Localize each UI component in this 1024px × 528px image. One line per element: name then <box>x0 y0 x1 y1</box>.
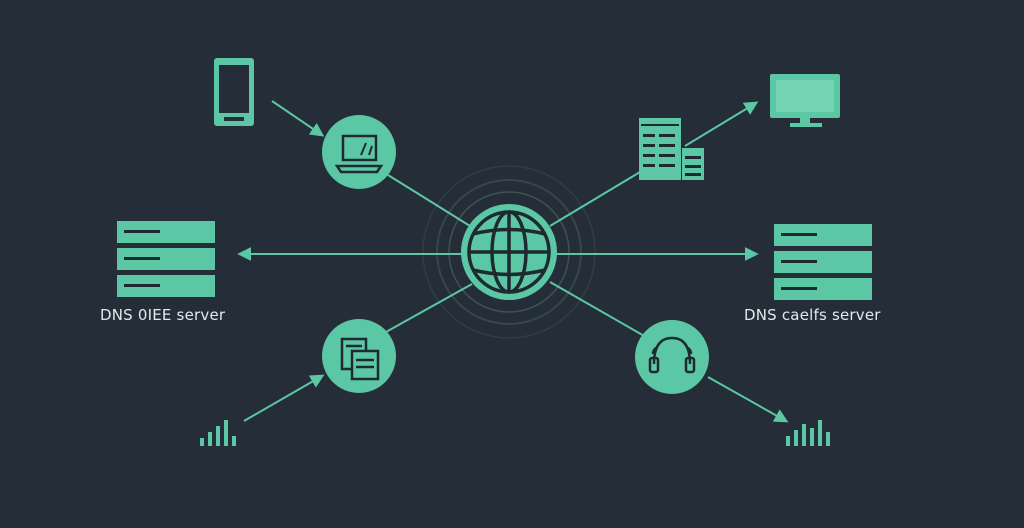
building-icon <box>639 118 704 180</box>
laptop-node <box>322 115 396 189</box>
headset-node <box>635 320 709 394</box>
line-center-to-building <box>549 171 641 227</box>
document-icon <box>340 337 380 381</box>
line-signal-to-document <box>243 374 325 422</box>
line-laptop-to-center <box>387 174 471 227</box>
globe-rings <box>422 165 596 339</box>
line-headset-to-signal <box>707 376 789 423</box>
globe-icon <box>461 204 557 300</box>
tablet-icon <box>214 58 254 126</box>
right-server-label: DNS caelfs server <box>744 306 881 324</box>
left-server-label: DNS 0IEE server <box>100 306 226 324</box>
line-tablet-to-laptop <box>271 100 325 137</box>
line-center-to-document <box>385 283 473 333</box>
line-center-to-headset <box>549 281 647 338</box>
right-server-stack-icon <box>774 224 872 300</box>
document-node <box>322 319 396 393</box>
signal-bars-right-icon <box>786 420 830 446</box>
headset-icon <box>648 336 696 374</box>
monitor-icon <box>770 74 840 127</box>
connection-lines <box>237 100 789 423</box>
signal-bars-left-icon <box>200 420 236 446</box>
left-server-stack-icon <box>117 221 215 297</box>
laptop-icon <box>334 134 384 174</box>
line-building-to-monitor <box>684 101 759 147</box>
